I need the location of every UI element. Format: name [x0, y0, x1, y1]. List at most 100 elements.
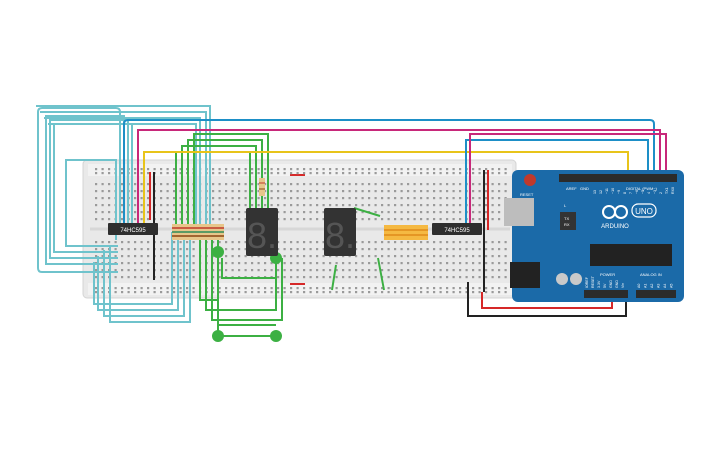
- breadboard-hole[interactable]: [472, 262, 475, 265]
- breadboard-hole[interactable]: [160, 190, 163, 193]
- breadboard-hole[interactable]: [303, 262, 306, 265]
- breadboard-hole[interactable]: [225, 248, 228, 251]
- breadboard-hole[interactable]: [355, 262, 358, 265]
- breadboard-hole[interactable]: [218, 291, 221, 294]
- breadboard-hole[interactable]: [433, 168, 436, 171]
- resistor-array-right[interactable]: [384, 225, 428, 240]
- breadboard-hole[interactable]: [147, 172, 150, 175]
- breadboard-hole[interactable]: [309, 262, 312, 265]
- breadboard-hole[interactable]: [101, 168, 104, 171]
- breadboard-hole[interactable]: [277, 276, 280, 279]
- breadboard-hole[interactable]: [446, 168, 449, 171]
- breadboard-hole[interactable]: [251, 269, 254, 272]
- breadboard-hole[interactable]: [426, 269, 429, 272]
- breadboard-hole[interactable]: [186, 248, 189, 251]
- breadboard-hole[interactable]: [407, 291, 410, 294]
- breadboard-hole[interactable]: [127, 262, 130, 265]
- breadboard-hole[interactable]: [160, 255, 163, 258]
- breadboard-hole[interactable]: [225, 241, 228, 244]
- breadboard-hole[interactable]: [114, 255, 117, 258]
- breadboard-hole[interactable]: [368, 197, 371, 200]
- breadboard-hole[interactable]: [426, 255, 429, 258]
- breadboard-hole[interactable]: [303, 190, 306, 193]
- breadboard-hole[interactable]: [160, 276, 163, 279]
- breadboard-hole[interactable]: [114, 276, 117, 279]
- breadboard-hole[interactable]: [361, 255, 364, 258]
- breadboard-hole[interactable]: [472, 183, 475, 186]
- breadboard-hole[interactable]: [160, 197, 163, 200]
- breadboard-hole[interactable]: [212, 269, 215, 272]
- breadboard-hole[interactable]: [478, 218, 481, 221]
- breadboard-hole[interactable]: [446, 255, 449, 258]
- breadboard-hole[interactable]: [231, 262, 234, 265]
- breadboard-hole[interactable]: [433, 204, 436, 207]
- breadboard-hole[interactable]: [121, 204, 124, 207]
- breadboard-hole[interactable]: [335, 172, 338, 175]
- breadboard-hole[interactable]: [342, 183, 345, 186]
- breadboard-hole[interactable]: [446, 190, 449, 193]
- breadboard-hole[interactable]: [231, 269, 234, 272]
- breadboard-hole[interactable]: [244, 168, 247, 171]
- breadboard-hole[interactable]: [472, 190, 475, 193]
- breadboard-hole[interactable]: [426, 218, 429, 221]
- breadboard-hole[interactable]: [264, 204, 267, 207]
- breadboard-hole[interactable]: [400, 183, 403, 186]
- breadboard-hole[interactable]: [140, 276, 143, 279]
- breadboard-hole[interactable]: [329, 269, 332, 272]
- breadboard-hole[interactable]: [303, 269, 306, 272]
- breadboard-hole[interactable]: [498, 168, 501, 171]
- breadboard-hole[interactable]: [413, 183, 416, 186]
- breadboard-hole[interactable]: [361, 172, 364, 175]
- breadboard-hole[interactable]: [179, 276, 182, 279]
- breadboard-hole[interactable]: [309, 276, 312, 279]
- seven-segment-left[interactable]: 8.: [246, 208, 278, 256]
- breadboard-hole[interactable]: [290, 255, 293, 258]
- breadboard-hole[interactable]: [413, 255, 416, 258]
- breadboard-hole[interactable]: [459, 287, 462, 290]
- breadboard-hole[interactable]: [134, 190, 137, 193]
- breadboard-hole[interactable]: [485, 172, 488, 175]
- breadboard-hole[interactable]: [218, 269, 221, 272]
- breadboard-hole[interactable]: [238, 211, 241, 214]
- breadboard-hole[interactable]: [400, 241, 403, 244]
- breadboard-hole[interactable]: [394, 269, 397, 272]
- breadboard-hole[interactable]: [465, 276, 468, 279]
- breadboard-hole[interactable]: [108, 211, 111, 214]
- breadboard-hole[interactable]: [439, 172, 442, 175]
- breadboard-hole[interactable]: [290, 269, 293, 272]
- breadboard-hole[interactable]: [296, 269, 299, 272]
- breadboard-hole[interactable]: [303, 287, 306, 290]
- breadboard-hole[interactable]: [387, 197, 390, 200]
- breadboard-hole[interactable]: [283, 211, 286, 214]
- breadboard-hole[interactable]: [238, 262, 241, 265]
- breadboard-hole[interactable]: [433, 255, 436, 258]
- breadboard-hole[interactable]: [296, 262, 299, 265]
- breadboard-hole[interactable]: [179, 190, 182, 193]
- breadboard-hole[interactable]: [394, 197, 397, 200]
- breadboard-hole[interactable]: [95, 168, 98, 171]
- breadboard-hole[interactable]: [309, 218, 312, 221]
- breadboard-hole[interactable]: [140, 218, 143, 221]
- power-header[interactable]: [584, 290, 628, 298]
- breadboard-hole[interactable]: [498, 218, 501, 221]
- breadboard-hole[interactable]: [498, 262, 501, 265]
- breadboard-hole[interactable]: [160, 204, 163, 207]
- breadboard-hole[interactable]: [485, 276, 488, 279]
- breadboard-hole[interactable]: [504, 248, 507, 251]
- breadboard-hole[interactable]: [452, 183, 455, 186]
- breadboard-hole[interactable]: [264, 291, 267, 294]
- breadboard-hole[interactable]: [257, 255, 260, 258]
- breadboard-hole[interactable]: [251, 172, 254, 175]
- breadboard-hole[interactable]: [192, 287, 195, 290]
- breadboard-hole[interactable]: [374, 241, 377, 244]
- breadboard-hole[interactable]: [160, 211, 163, 214]
- breadboard-hole[interactable]: [121, 197, 124, 200]
- breadboard-hole[interactable]: [335, 168, 338, 171]
- breadboard-hole[interactable]: [296, 211, 299, 214]
- breadboard-hole[interactable]: [478, 291, 481, 294]
- breadboard-hole[interactable]: [446, 269, 449, 272]
- breadboard-hole[interactable]: [101, 241, 104, 244]
- breadboard-hole[interactable]: [218, 276, 221, 279]
- breadboard-hole[interactable]: [231, 287, 234, 290]
